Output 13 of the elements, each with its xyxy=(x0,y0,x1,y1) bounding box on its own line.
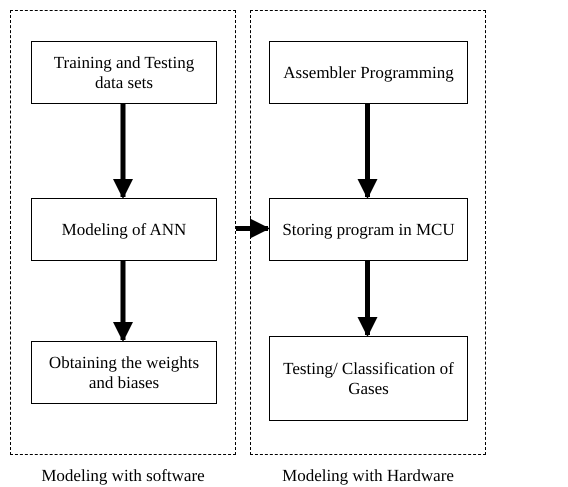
arrow xyxy=(358,103,378,199)
process-box: Assembler Programming xyxy=(269,41,468,104)
group-caption: Modeling with software xyxy=(40,466,206,486)
process-box: Testing/ Classification of Gases xyxy=(269,336,468,421)
arrow xyxy=(113,103,133,199)
process-box: Training and Testing data sets xyxy=(31,41,217,104)
process-box: Modeling of ANN xyxy=(31,198,217,261)
process-box: Storing program in MCU xyxy=(269,198,468,261)
process-box: Obtaining the weights and biases xyxy=(31,341,217,404)
group-caption: Modeling with Hardware xyxy=(281,466,455,486)
arrow xyxy=(358,260,378,337)
arrow xyxy=(113,260,133,342)
arrow xyxy=(236,218,270,238)
